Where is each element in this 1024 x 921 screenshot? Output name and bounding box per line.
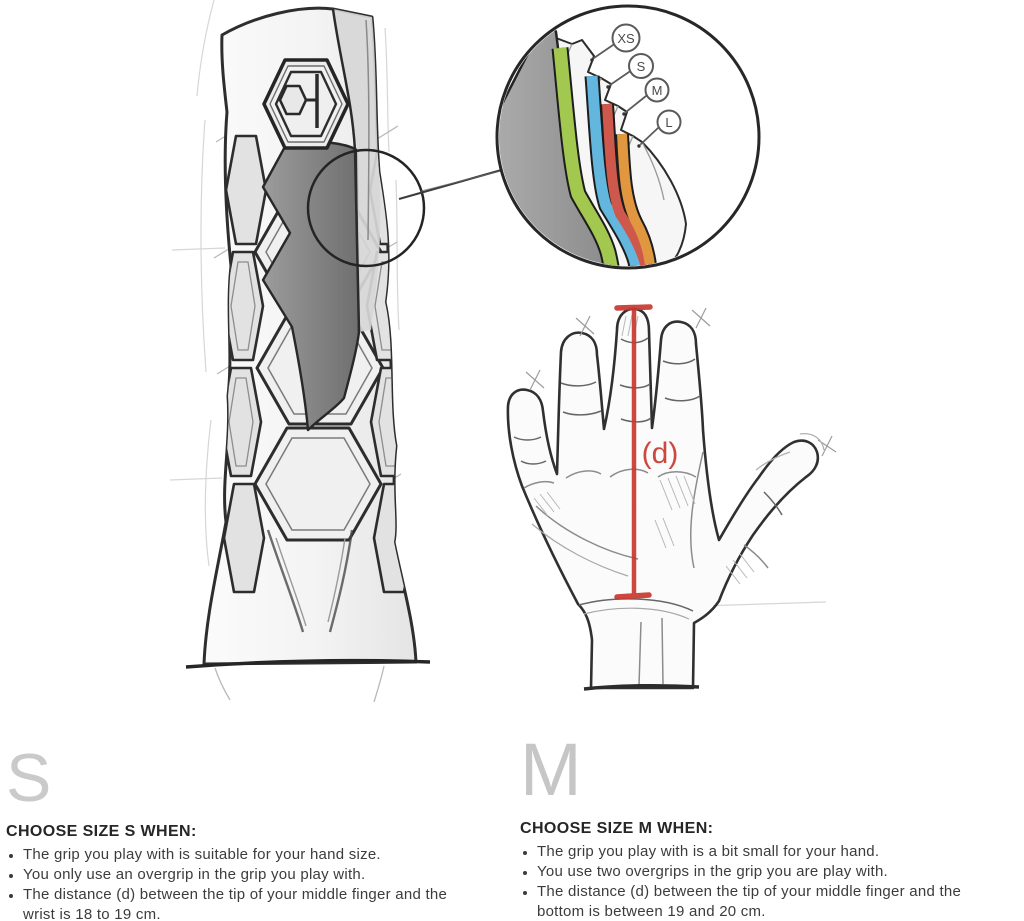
criteria-item: You use two overgrips in the grip you ar… — [537, 862, 1018, 882]
hand-detail-lines — [513, 307, 837, 691]
label-text-xs: XS — [617, 31, 635, 46]
measurement-line: (d) — [614, 304, 679, 600]
grip-layers-detail: XS S M L — [495, 4, 761, 270]
size-letter-m: M — [520, 728, 583, 811]
grip-size-labels: XS S M L — [590, 23, 682, 148]
size-s-criteria-list: The grip you play with is suitable for y… — [6, 845, 476, 921]
layer-strip-green — [553, 47, 619, 266]
grip-size-label-l — [656, 109, 682, 135]
size-letter-s: S — [6, 740, 53, 816]
criteria-item: The distance (d) between the tip of your… — [23, 885, 476, 921]
magnifier-leader-line — [398, 165, 513, 201]
grip-size-label-xs — [611, 23, 641, 53]
criteria-item: You only use an overgrip in the grip you… — [23, 865, 476, 885]
racket-handle-sketch — [185, 6, 431, 669]
detail-circle-outline — [495, 4, 761, 270]
size-m-section: M CHOOSE SIZE M WHEN: The grip you play … — [520, 733, 1018, 921]
criteria-item: The distance (d) between the tip of your… — [537, 882, 1018, 921]
ground-line — [185, 658, 431, 669]
hex-badge — [262, 58, 350, 150]
grip-size-label-m — [644, 77, 670, 103]
layer-strip-orange — [617, 133, 656, 266]
hand-silhouette — [506, 307, 820, 690]
size-m-heading: CHOOSE SIZE M WHEN: — [520, 820, 714, 837]
label-text-m: M — [652, 83, 663, 98]
layer-strip-red — [602, 103, 652, 266]
criteria-item: The grip you play with is a bit small fo… — [537, 842, 1018, 862]
size-m-criteria-list: The grip you play with is a bit small fo… — [520, 842, 1018, 921]
size-s-heading: CHOOSE SIZE S WHEN: — [6, 823, 197, 840]
size-s-section: S CHOOSE SIZE S WHEN: The grip you play … — [6, 744, 476, 921]
criteria-item: The grip you play with is suitable for y… — [23, 845, 476, 865]
distance-label: (d) — [642, 437, 679, 470]
label-text-s: S — [637, 59, 646, 74]
hex-key-icon — [278, 74, 319, 128]
hand-sketch — [506, 307, 837, 691]
magnifier-circle — [306, 148, 522, 268]
label-text-l: L — [665, 115, 672, 130]
grip-size-label-s — [628, 53, 654, 79]
layer-strip-blue — [586, 75, 642, 266]
sketch-cross-marks — [525, 307, 837, 457]
peeled-grip-region — [261, 140, 361, 432]
